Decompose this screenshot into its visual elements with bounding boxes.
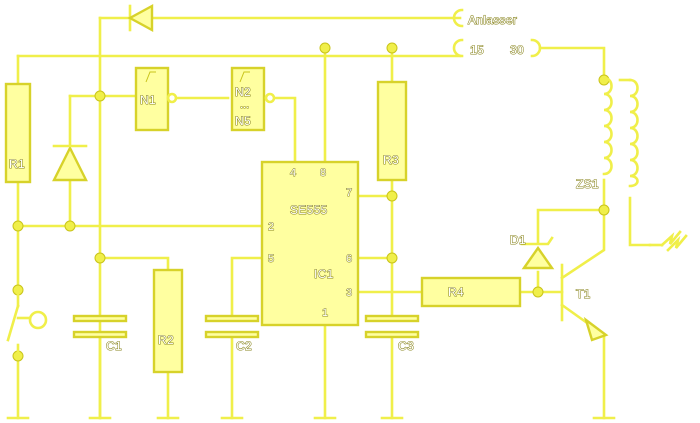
svg-text:5: 5: [268, 253, 274, 265]
svg-text:R4: R4: [448, 285, 464, 299]
switch-symbol: [6, 284, 48, 362]
svg-text:ZS1: ZS1: [576, 177, 599, 191]
diode-d1: D1: [509, 232, 555, 270]
capacitor-c3: C3: [364, 314, 420, 354]
svg-text:7: 7: [346, 187, 352, 199]
terminal-30: 30: [509, 38, 542, 58]
resistor-r3: R3: [376, 80, 408, 182]
diode-top: [127, 3, 154, 33]
terminal-15: 15: [452, 38, 484, 58]
svg-text:4: 4: [290, 167, 296, 179]
gate-n1: N1: [134, 66, 178, 132]
svg-text:R1: R1: [9, 157, 25, 171]
svg-text:C3: C3: [398, 339, 414, 353]
svg-text:3: 3: [346, 287, 352, 299]
svg-text:N5: N5: [235, 114, 251, 128]
capacitor-c2: C2: [204, 314, 260, 354]
ic1-se555: 4 8 7 SE555 2 6 5 IC1 3 1: [260, 160, 360, 327]
resistor-r2: R2: [152, 268, 184, 374]
spark-plug-icon: [648, 230, 688, 252]
svg-text:6: 6: [346, 253, 352, 265]
terminal-anlasser: Anlasser: [452, 8, 517, 28]
junction-dots: [12, 42, 610, 298]
svg-text:...: ...: [240, 99, 249, 111]
svg-text:N2: N2: [235, 85, 251, 99]
svg-text:15: 15: [470, 43, 484, 57]
svg-text:C2: C2: [236, 339, 252, 353]
svg-text:8: 8: [320, 167, 326, 179]
svg-text:SE555: SE555: [290, 203, 328, 217]
svg-text:C1: C1: [106, 339, 122, 353]
ignition-coil-zs1: ZS1: [575, 76, 639, 192]
svg-text:D1: D1: [510, 233, 526, 247]
svg-text:IC1: IC1: [314, 267, 334, 281]
svg-text:R2: R2: [158, 333, 174, 347]
svg-text:T1: T1: [576, 287, 591, 301]
transistor-t1: T1: [575, 286, 609, 342]
resistor-r1: R1: [4, 82, 32, 184]
capacitor-c1: C1: [72, 314, 128, 354]
svg-text:N1: N1: [140, 93, 156, 107]
svg-text:R3: R3: [383, 153, 399, 167]
svg-text:30: 30: [510, 43, 524, 57]
svg-text:2: 2: [268, 221, 274, 233]
gate-n2-n5: N2 ... N5: [230, 66, 276, 132]
svg-text:1: 1: [322, 307, 328, 319]
resistor-r4: R4: [420, 276, 522, 308]
diode-vertical: [52, 144, 88, 182]
svg-text:Anlasser: Anlasser: [468, 13, 517, 27]
